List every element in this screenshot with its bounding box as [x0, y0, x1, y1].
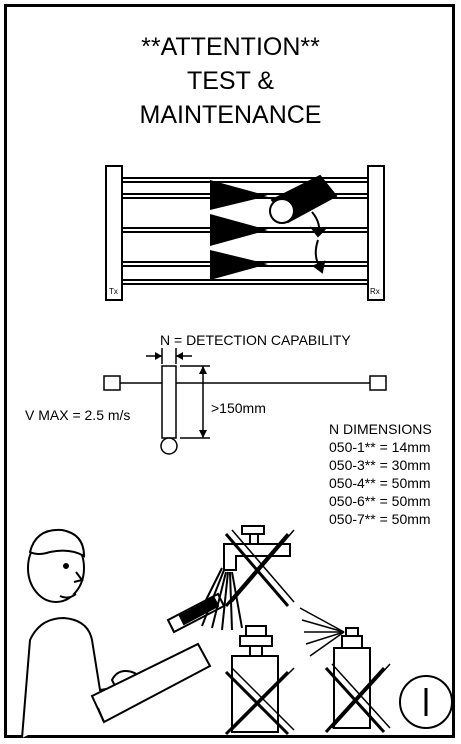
rx-column: [367, 165, 385, 301]
detection-capability-label: N = DETECTION CAPABILITY: [160, 332, 351, 348]
circle-i-icon: [399, 675, 453, 729]
dimension-row: 050-4** = 50mm: [329, 475, 431, 491]
detection-diagram: [103, 348, 387, 455]
beam-arrows: [210, 180, 268, 280]
vmax-label: V MAX = 2.5 m/s: [25, 407, 131, 423]
test-rod-shaft: [161, 365, 177, 439]
title-line-3: MAINTENANCE: [139, 101, 322, 129]
title-line-1: **ATTENTION**: [141, 33, 320, 61]
dimension-row: 050-3** = 30mm: [329, 457, 431, 473]
no-water-jet-icon: [201, 525, 291, 631]
rx-label: Rx: [370, 287, 380, 296]
poster-frame: [4, 4, 455, 738]
no-spray-icon: [299, 607, 371, 729]
dimensions-heading: N DIMENSIONS: [329, 421, 432, 437]
title-line-2: TEST &: [186, 67, 275, 95]
dimension-row: 050-6** = 50mm: [329, 493, 431, 509]
cross-bottle: [224, 667, 295, 736]
cross-water: [224, 529, 295, 607]
dimensions-table: N DIMENSIONS 050-1** = 14mm 050-3** = 30…: [329, 420, 432, 528]
test-rod-icon: [269, 174, 338, 274]
person-cleaning-icon: [21, 528, 226, 739]
dimension-arrowheads: [155, 352, 207, 438]
tx-label: Tx: [109, 287, 118, 296]
cross-spray: [324, 663, 391, 734]
height-label: >150mm: [211, 400, 266, 416]
tx-column: [105, 165, 123, 301]
light-curtain-diagram: [105, 165, 385, 301]
dimension-row: 050-1** = 14mm: [329, 439, 431, 455]
dimension-row: 050-7** = 50mm: [329, 511, 431, 527]
